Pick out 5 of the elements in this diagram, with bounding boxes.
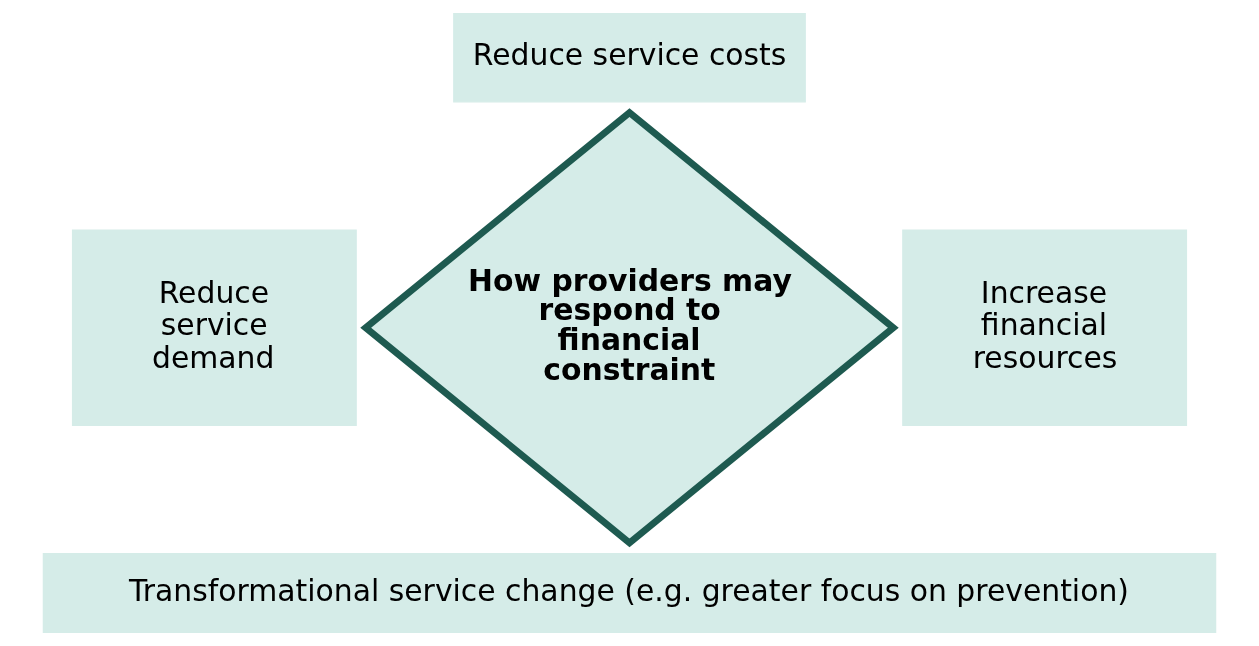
node-box: Transformational service change (e.g. greater focus on prevention) <box>42 552 1217 633</box>
node-box: Increase financial resources <box>902 229 1188 427</box>
node-diamond: How providers may respond to financial constraint <box>360 108 899 548</box>
node-box: Reduce service costs <box>453 13 806 103</box>
node-box: Reduce service demand <box>71 229 357 427</box>
